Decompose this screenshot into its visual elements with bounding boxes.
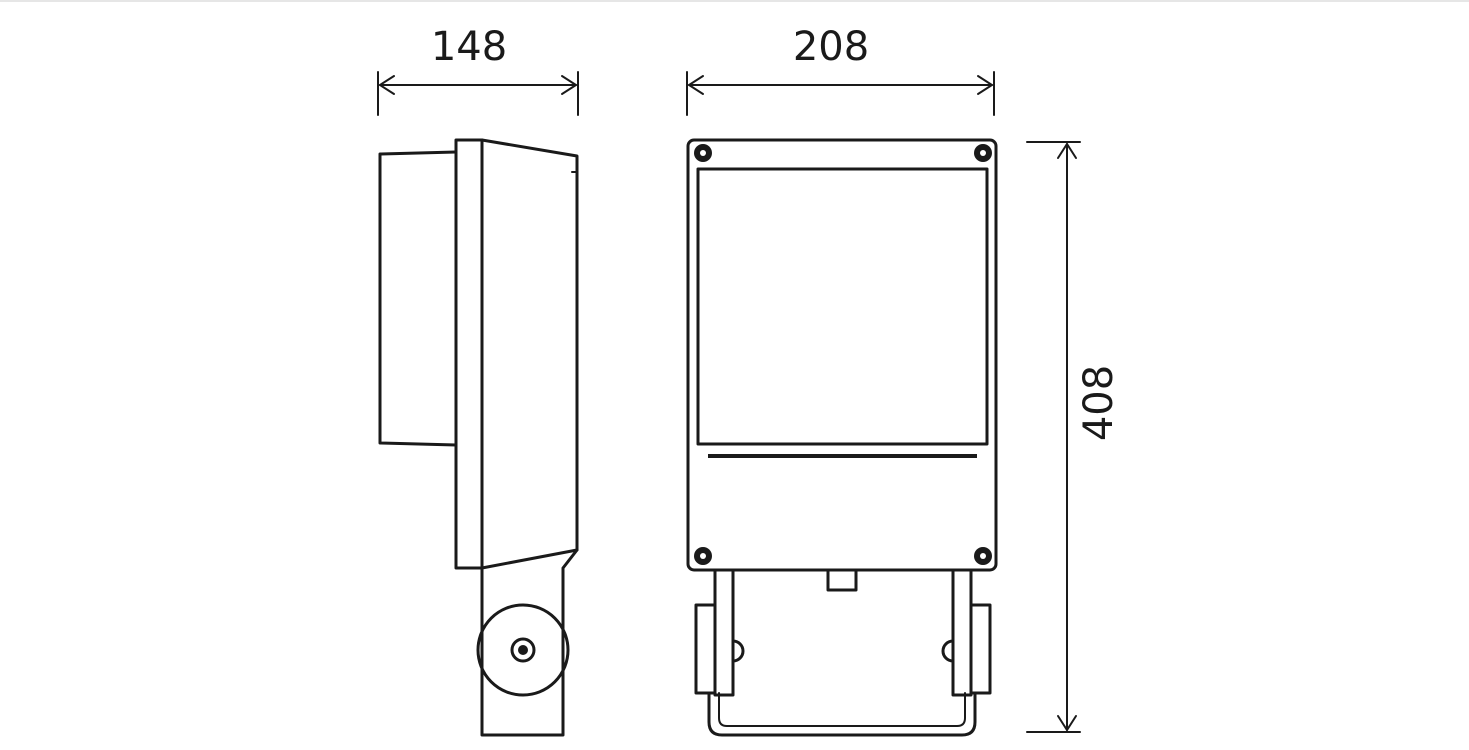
width-dimension: 208 [686, 24, 995, 116]
height-dimension: 408 [1026, 141, 1122, 733]
screw-top-right-center [980, 150, 986, 156]
side-pivot-disc [476, 603, 570, 697]
cable-gland [826, 568, 858, 592]
stirrup-outer [707, 691, 977, 737]
side-rear-box [378, 150, 458, 447]
width-arrow-left [687, 75, 704, 95]
side-mounting-arm [480, 548, 579, 737]
screw-top-left-center [700, 150, 706, 156]
stirrup-inner [718, 692, 966, 727]
side-pivot-bolt-ring [510, 637, 536, 663]
depth-arrow-left [378, 75, 395, 95]
side-view [378, 138, 579, 737]
height-arrow-bottom [1057, 715, 1077, 732]
screw-bottom-right-center [980, 553, 986, 559]
top-rule [0, 0, 1469, 2]
front-view [686, 138, 998, 737]
width-arrow-right [977, 75, 994, 95]
height-arrow-top [1057, 142, 1077, 159]
screw-bottom-left-center [700, 553, 706, 559]
front-lens-window [696, 167, 989, 446]
width-value: 208 [793, 24, 869, 70]
depth-value: 148 [431, 24, 507, 70]
depth-dimension: 148 [377, 24, 579, 116]
bracket-knob-left [731, 639, 745, 663]
bracket-plate-right [969, 603, 992, 695]
height-value: 408 [1076, 365, 1122, 441]
depth-arrow-right [561, 75, 578, 95]
front-housing [686, 138, 998, 572]
bracket-arm-left [713, 568, 735, 697]
bracket-knob-right [941, 639, 955, 663]
side-main-body [454, 138, 579, 570]
bracket-arm-right [951, 568, 973, 697]
bracket-plate-left [694, 603, 717, 695]
side-pivot-bolt-center [518, 645, 528, 655]
